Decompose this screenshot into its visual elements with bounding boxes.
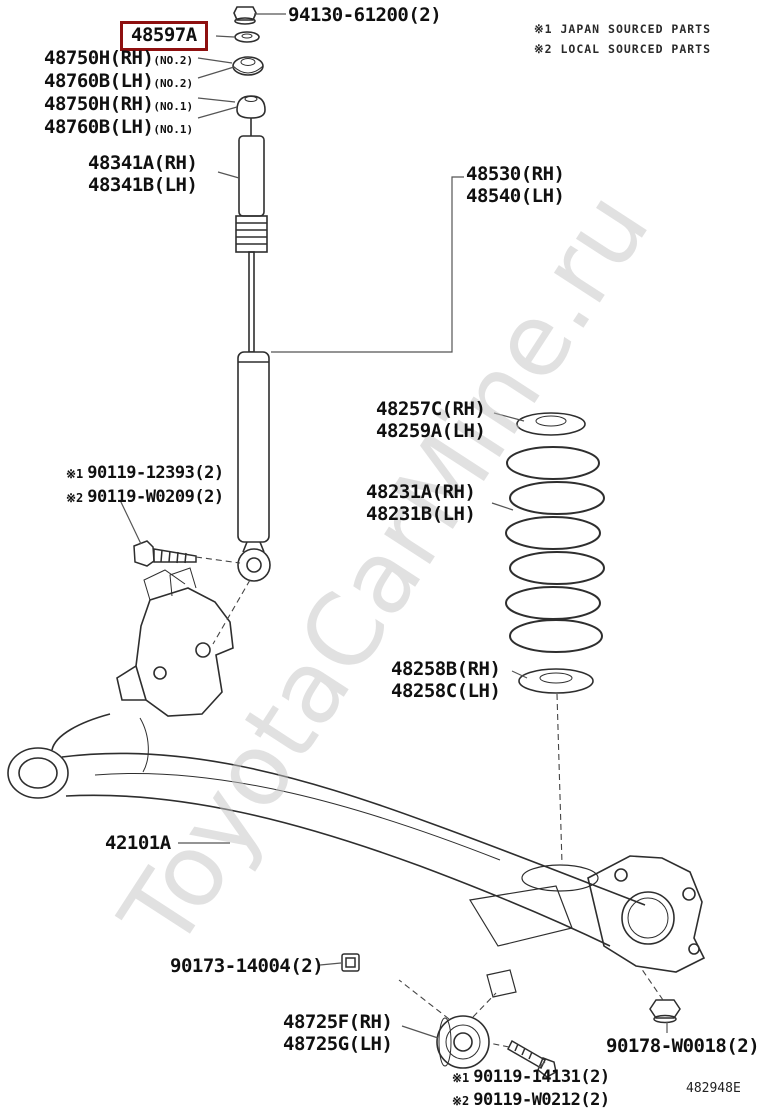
part-label-bush[interactable]: 48725F(RH) 48725G(LH): [283, 1011, 393, 1055]
part-label-nut-lower[interactable]: 90178-W0018(2): [606, 1035, 760, 1057]
part-label-48760B-no2[interactable]: 48760B(LH)(NO.2): [44, 70, 194, 92]
nut-lower-drawing: [649, 999, 681, 1024]
spring-seat-drawing: [516, 412, 594, 694]
part-label-shock[interactable]: 48341A(RH) 48341B(LH): [88, 152, 198, 196]
highlighted-part-box[interactable]: 48597A: [120, 21, 208, 51]
part-label-48597A: 48597A: [131, 24, 197, 46]
part-label-48760B-no1[interactable]: 48760B(LH)(NO.1): [44, 116, 194, 138]
part-label-absorber[interactable]: 48530(RH) 48540(LH): [466, 163, 565, 207]
diagram-code: 482948E: [686, 1081, 741, 1096]
assembly-dashed-lines: [195, 556, 664, 1048]
clip-drawing: [341, 953, 360, 972]
part-label-beam[interactable]: 42101A: [105, 832, 171, 854]
legend-japan-sourced: ※1 JAPAN SOURCED PARTS: [534, 22, 712, 36]
part-label-spring[interactable]: 48231A(RH) 48231B(LH): [366, 481, 476, 525]
part-label-48750H-no1[interactable]: 48750H(RH)(NO.1): [44, 93, 194, 115]
part-label-94130-61200[interactable]: 94130-61200(2): [288, 4, 442, 26]
axle-beam-drawing: [7, 567, 706, 998]
part-label-seat-upper[interactable]: 48257C(RH) 48259A(LH): [376, 398, 486, 442]
bushing-drawing: [436, 1015, 490, 1069]
part-label-clip[interactable]: 90173-14004(2): [170, 955, 324, 977]
part-label-48750H-no2[interactable]: 48750H(RH)(NO.2): [44, 47, 194, 69]
bolt-upper-drawing: [133, 540, 197, 567]
shock-absorber-drawing: [232, 6, 271, 582]
coil-spring-drawing: [505, 446, 605, 653]
part-label-seat-lower[interactable]: 48258B(RH) 48258C(LH): [391, 658, 501, 702]
leader-lines: [119, 13, 668, 1069]
support-labels-block: 48750H(RH)(NO.2) 48760B(LH)(NO.2) 48750H…: [44, 48, 193, 140]
legend-local-sourced: ※2 LOCAL SOURCED PARTS: [534, 42, 712, 56]
